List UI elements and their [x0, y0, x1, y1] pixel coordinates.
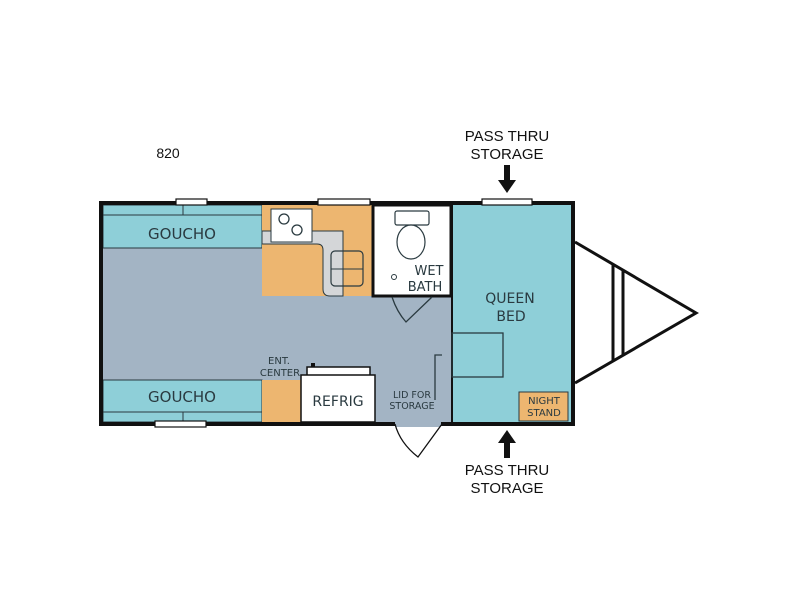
window — [154, 420, 207, 428]
stove — [270, 208, 313, 243]
arrow-down-icon — [498, 165, 516, 193]
ent-center-line2: CENTER — [260, 368, 300, 379]
lid-for-storage-line2: STORAGE — [389, 401, 434, 412]
night-stand — [518, 391, 569, 422]
burner-icon — [291, 224, 303, 236]
wet-bath: WET BATH — [371, 203, 453, 323]
bath-door[interactable] — [391, 296, 433, 323]
toilet-tank — [394, 210, 430, 226]
kitchen-counter — [261, 205, 373, 297]
pass-thru-top-line2: STORAGE — [470, 146, 543, 163]
toilet-icon — [396, 224, 426, 260]
goucho-top: GOUCHO — [102, 204, 263, 249]
wet-bath-line1: WET — [414, 264, 443, 279]
pass-thru-top-line1: PASS THRU — [465, 128, 549, 145]
storage-lid[interactable] — [434, 354, 442, 400]
window — [175, 198, 208, 206]
ent-center — [262, 380, 301, 422]
goucho-top-label: GOUCHO — [148, 225, 216, 243]
entry-door[interactable] — [394, 423, 443, 458]
goucho-bottom: GOUCHO — [102, 379, 263, 423]
goucho-bottom-label: GOUCHO — [148, 388, 216, 406]
night-stand-line2: STAND — [527, 408, 561, 419]
refrigerator: REFRIG — [300, 363, 376, 423]
drain-icon — [391, 274, 397, 280]
burner-icon — [278, 213, 290, 225]
lid-for-storage-line1: LID FOR — [393, 390, 431, 401]
queen-bed: QUEEN BED NIGHT STAND — [451, 205, 571, 422]
model-number: 820 — [156, 145, 180, 161]
pass-thru-bottom-line2: STORAGE — [470, 480, 543, 497]
night-stand-line1: NIGHT — [528, 396, 561, 407]
refrig-label: REFRIG — [312, 394, 363, 410]
window — [481, 198, 533, 206]
arrow-up-icon — [498, 430, 516, 458]
window — [317, 198, 371, 206]
wet-bath-line2: BATH — [408, 280, 443, 295]
pass-thru-bottom-line1: PASS THRU — [465, 462, 549, 479]
entry-door-opening — [395, 421, 441, 427]
queen-bed-line2: BED — [496, 309, 525, 325]
ent-center-line1: ENT. — [268, 356, 290, 367]
trailer-tongue — [574, 240, 699, 385]
queen-bed-line1: QUEEN — [485, 291, 534, 307]
